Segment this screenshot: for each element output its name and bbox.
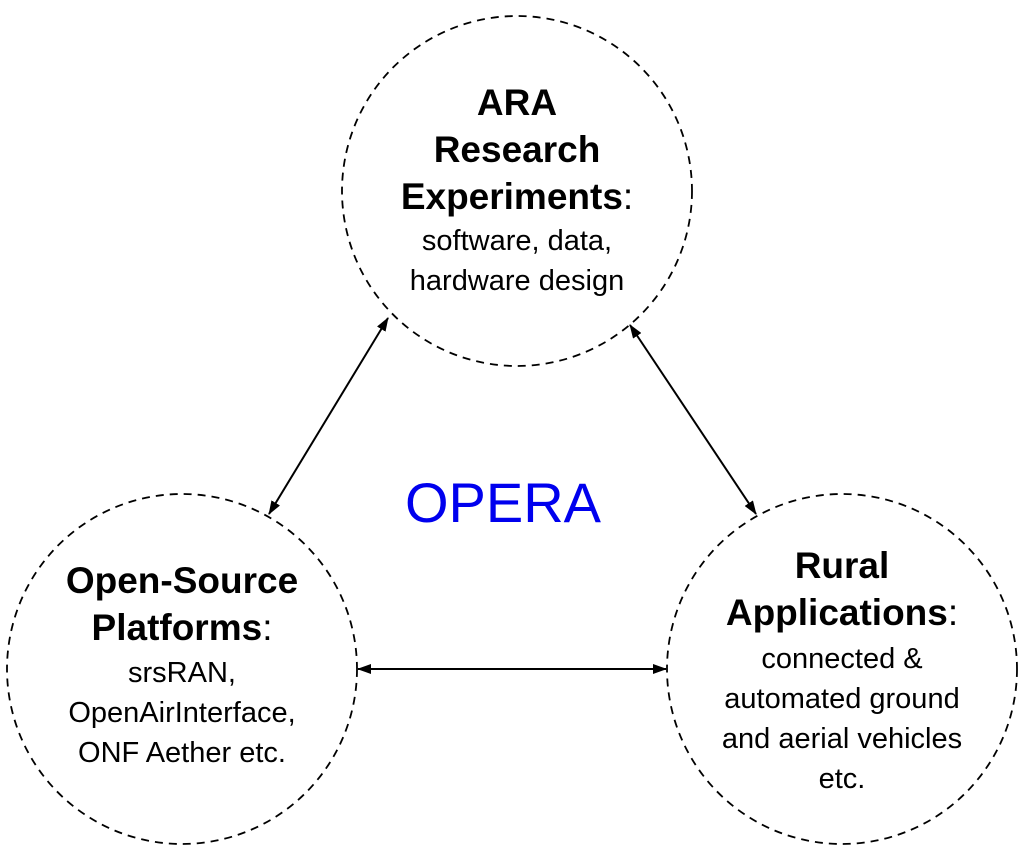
open-source-title-line-1: Open-Source [66, 560, 298, 601]
open-source-desc-line-3: ONF Aether etc. [78, 737, 286, 769]
ara-title-line-3-word: Experiments [401, 176, 623, 217]
open-source-desc-line-1: srsRAN, [128, 657, 236, 689]
ara-title-line-1: ARA [477, 82, 557, 123]
rural-title-line-2: Applications: [726, 592, 958, 633]
ara-node-circle [341, 15, 693, 367]
rural-node-text: Rural Applications: connected & automate… [722, 545, 962, 795]
ara-title-line-2: Research [434, 129, 601, 170]
ara-desc-line-2: hardware design [410, 265, 624, 297]
rural-desc-line-4: etc. [819, 763, 866, 795]
ara-title-colon: : [623, 176, 633, 217]
rural-title-line-1: Rural [795, 545, 890, 586]
rural-title-colon: : [948, 592, 958, 633]
ara-node-text: ARA Research Experiments: software, data… [401, 82, 633, 297]
open-source-title-colon: : [262, 607, 272, 648]
open-source-title-line-2-word: Platforms [92, 607, 263, 648]
rural-node-circle [666, 493, 1018, 845]
edge-ara-open-source [268, 317, 389, 515]
ara-title-line-3: Experiments: [401, 176, 633, 217]
open-source-desc-line-2: OpenAirInterface, [68, 697, 295, 729]
rural-desc-line-2: automated ground [724, 683, 959, 715]
open-source-title-line-2: Platforms: [92, 607, 273, 648]
rural-desc-line-3: and aerial vehicles [722, 723, 962, 755]
rural-desc-line-1: connected & [761, 643, 922, 675]
edge-ara-rural [629, 324, 757, 515]
ara-desc-line-1: software, data, [422, 225, 612, 257]
center-label: OPERA [405, 471, 602, 534]
open-source-node-text: Open-Source Platforms: srsRAN, OpenAirIn… [66, 560, 298, 769]
rural-title-line-2-word: Applications [726, 592, 948, 633]
